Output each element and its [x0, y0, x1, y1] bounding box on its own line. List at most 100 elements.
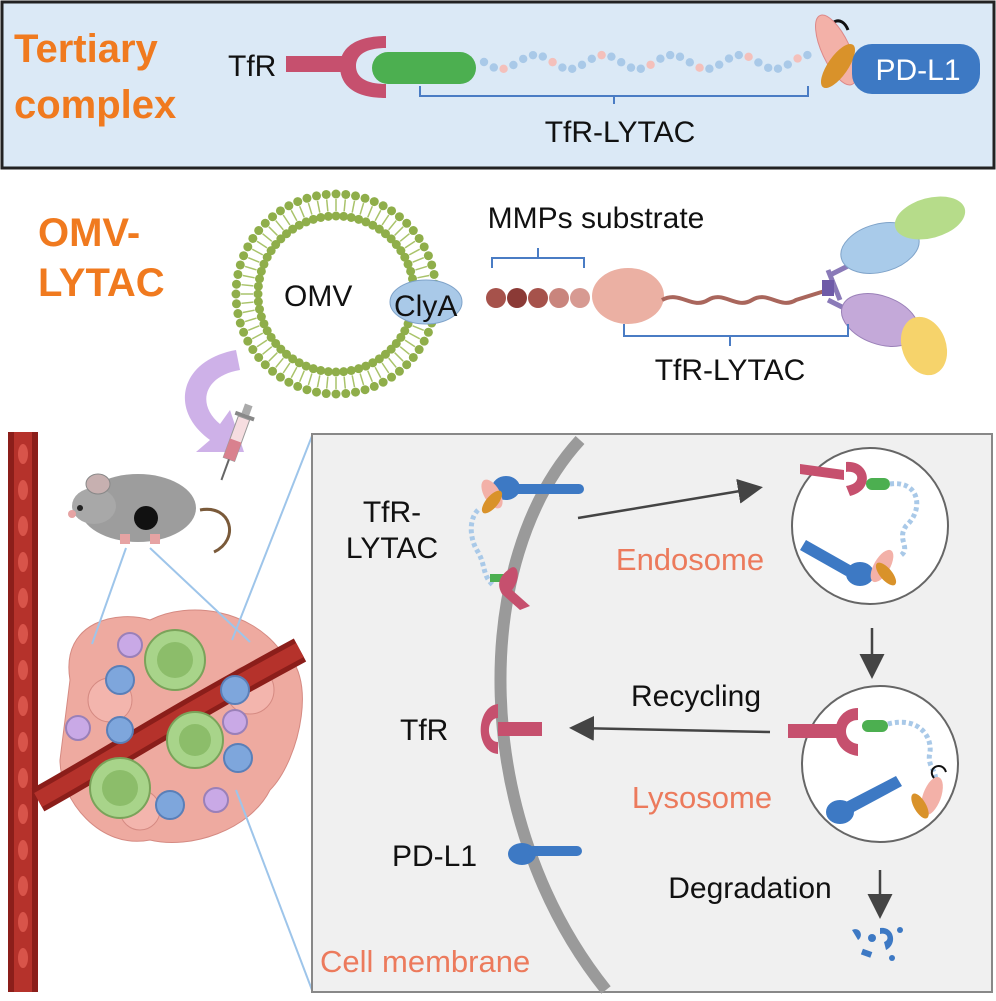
lipid-head	[406, 266, 416, 276]
red-blood-cell	[18, 876, 28, 896]
lipid-head	[341, 189, 351, 199]
lipid-head	[308, 364, 318, 374]
degradation-fragments-icon	[852, 927, 903, 961]
lipid-head	[302, 193, 312, 203]
lipid-head	[361, 217, 371, 227]
lipid-head	[233, 269, 243, 279]
lipid-head	[268, 366, 278, 376]
linker-bead	[548, 57, 557, 67]
lipid-head	[323, 211, 333, 221]
linker-bead	[499, 64, 508, 74]
lipid-head	[266, 332, 276, 342]
lipid-tail	[298, 370, 305, 383]
lipid-head	[239, 327, 249, 337]
lysosome	[801, 685, 959, 843]
lipid-head	[378, 201, 388, 211]
recycling-arrow	[569, 715, 771, 741]
lipid-tail	[242, 309, 255, 314]
lipid-head	[408, 226, 418, 236]
lipid-head	[294, 220, 304, 230]
top-bead-linker	[479, 50, 812, 74]
red-blood-cell	[18, 696, 28, 716]
lipid-head	[316, 366, 326, 376]
omv-label: OMV	[284, 280, 352, 313]
linker-bead	[509, 60, 518, 70]
lipid-head	[427, 260, 437, 270]
red-blood-cell	[18, 768, 28, 788]
recycled-tfr-label: TfR	[400, 714, 448, 747]
lipid-head	[293, 381, 303, 391]
lipid-head	[341, 389, 351, 399]
red-blood-cell	[18, 480, 28, 500]
lipid-head	[301, 361, 311, 371]
lipid-head	[294, 358, 304, 368]
linker-bead	[715, 60, 724, 69]
lipid-head	[235, 260, 245, 270]
linker-bead	[685, 58, 694, 67]
linker-bead	[675, 52, 685, 61]
lipid-head	[262, 252, 272, 262]
lipid-head	[253, 289, 263, 299]
lipid-head	[233, 309, 243, 319]
lipid-head	[339, 367, 349, 377]
lipid-head	[231, 289, 241, 299]
lipid-tail	[251, 332, 264, 340]
lipid-tail	[325, 376, 329, 389]
lipid-head	[254, 274, 264, 284]
lipid-head	[288, 224, 298, 234]
top-pdl1-label: PD-L1	[875, 54, 960, 87]
lipid-head	[387, 372, 397, 382]
lipid-tail	[399, 233, 410, 242]
lipid-tail	[241, 283, 254, 287]
linker-bead	[764, 63, 773, 72]
omv-vesicle	[231, 189, 441, 399]
linker-bead	[773, 64, 783, 73]
red-blood-cell	[18, 588, 28, 608]
lipid-tail	[262, 346, 273, 355]
lytac-antibody	[822, 196, 966, 376]
lipid-head	[331, 367, 341, 377]
lipid-tail	[290, 366, 298, 379]
linker-bead	[636, 64, 645, 73]
lipid-tail	[359, 373, 365, 386]
lipid-head	[339, 211, 349, 221]
linker-bead	[793, 54, 802, 63]
top-tfr-receptor	[286, 36, 386, 98]
lipid-head	[354, 364, 364, 374]
lipid-tail	[404, 339, 416, 348]
red-blood-cell	[18, 516, 28, 536]
omv-title-line2: LYTAC	[38, 261, 165, 305]
lipid-head	[260, 360, 270, 370]
lytac-pink-domain	[592, 268, 664, 324]
lipid-tail	[394, 352, 404, 362]
lipid-tail	[242, 274, 255, 279]
lipid-head	[321, 389, 331, 399]
lipid-head	[231, 299, 241, 309]
linker-bead	[656, 54, 665, 63]
top-lytac-label: TfR-LYTAC	[545, 116, 696, 149]
red-blood-cell	[18, 660, 28, 680]
linker-bead	[695, 63, 704, 72]
lipid-head	[331, 211, 341, 221]
clya-protein	[389, 279, 463, 325]
membrane-lytac-complex	[468, 476, 584, 610]
tumor-icon	[31, 435, 313, 991]
lipid-tail	[307, 202, 313, 215]
lytac-wavy-linker	[661, 288, 829, 305]
linker-bead	[479, 57, 489, 67]
linker-bead	[734, 50, 743, 60]
linker-bead	[597, 50, 606, 60]
linker-bead	[783, 60, 792, 69]
lipid-head	[248, 345, 258, 355]
lipid-tail	[351, 200, 356, 213]
omv-lytac-bracket	[623, 324, 849, 346]
lipid-tail	[244, 265, 257, 271]
lipid-head	[394, 212, 404, 222]
lipid-tail	[374, 209, 382, 222]
lipid-tail	[417, 274, 430, 279]
lysosome-contents	[788, 708, 947, 824]
lipid-head	[282, 229, 292, 239]
lipid-head	[351, 191, 361, 201]
lipid-tail	[381, 362, 390, 374]
lipid-head	[288, 354, 298, 364]
